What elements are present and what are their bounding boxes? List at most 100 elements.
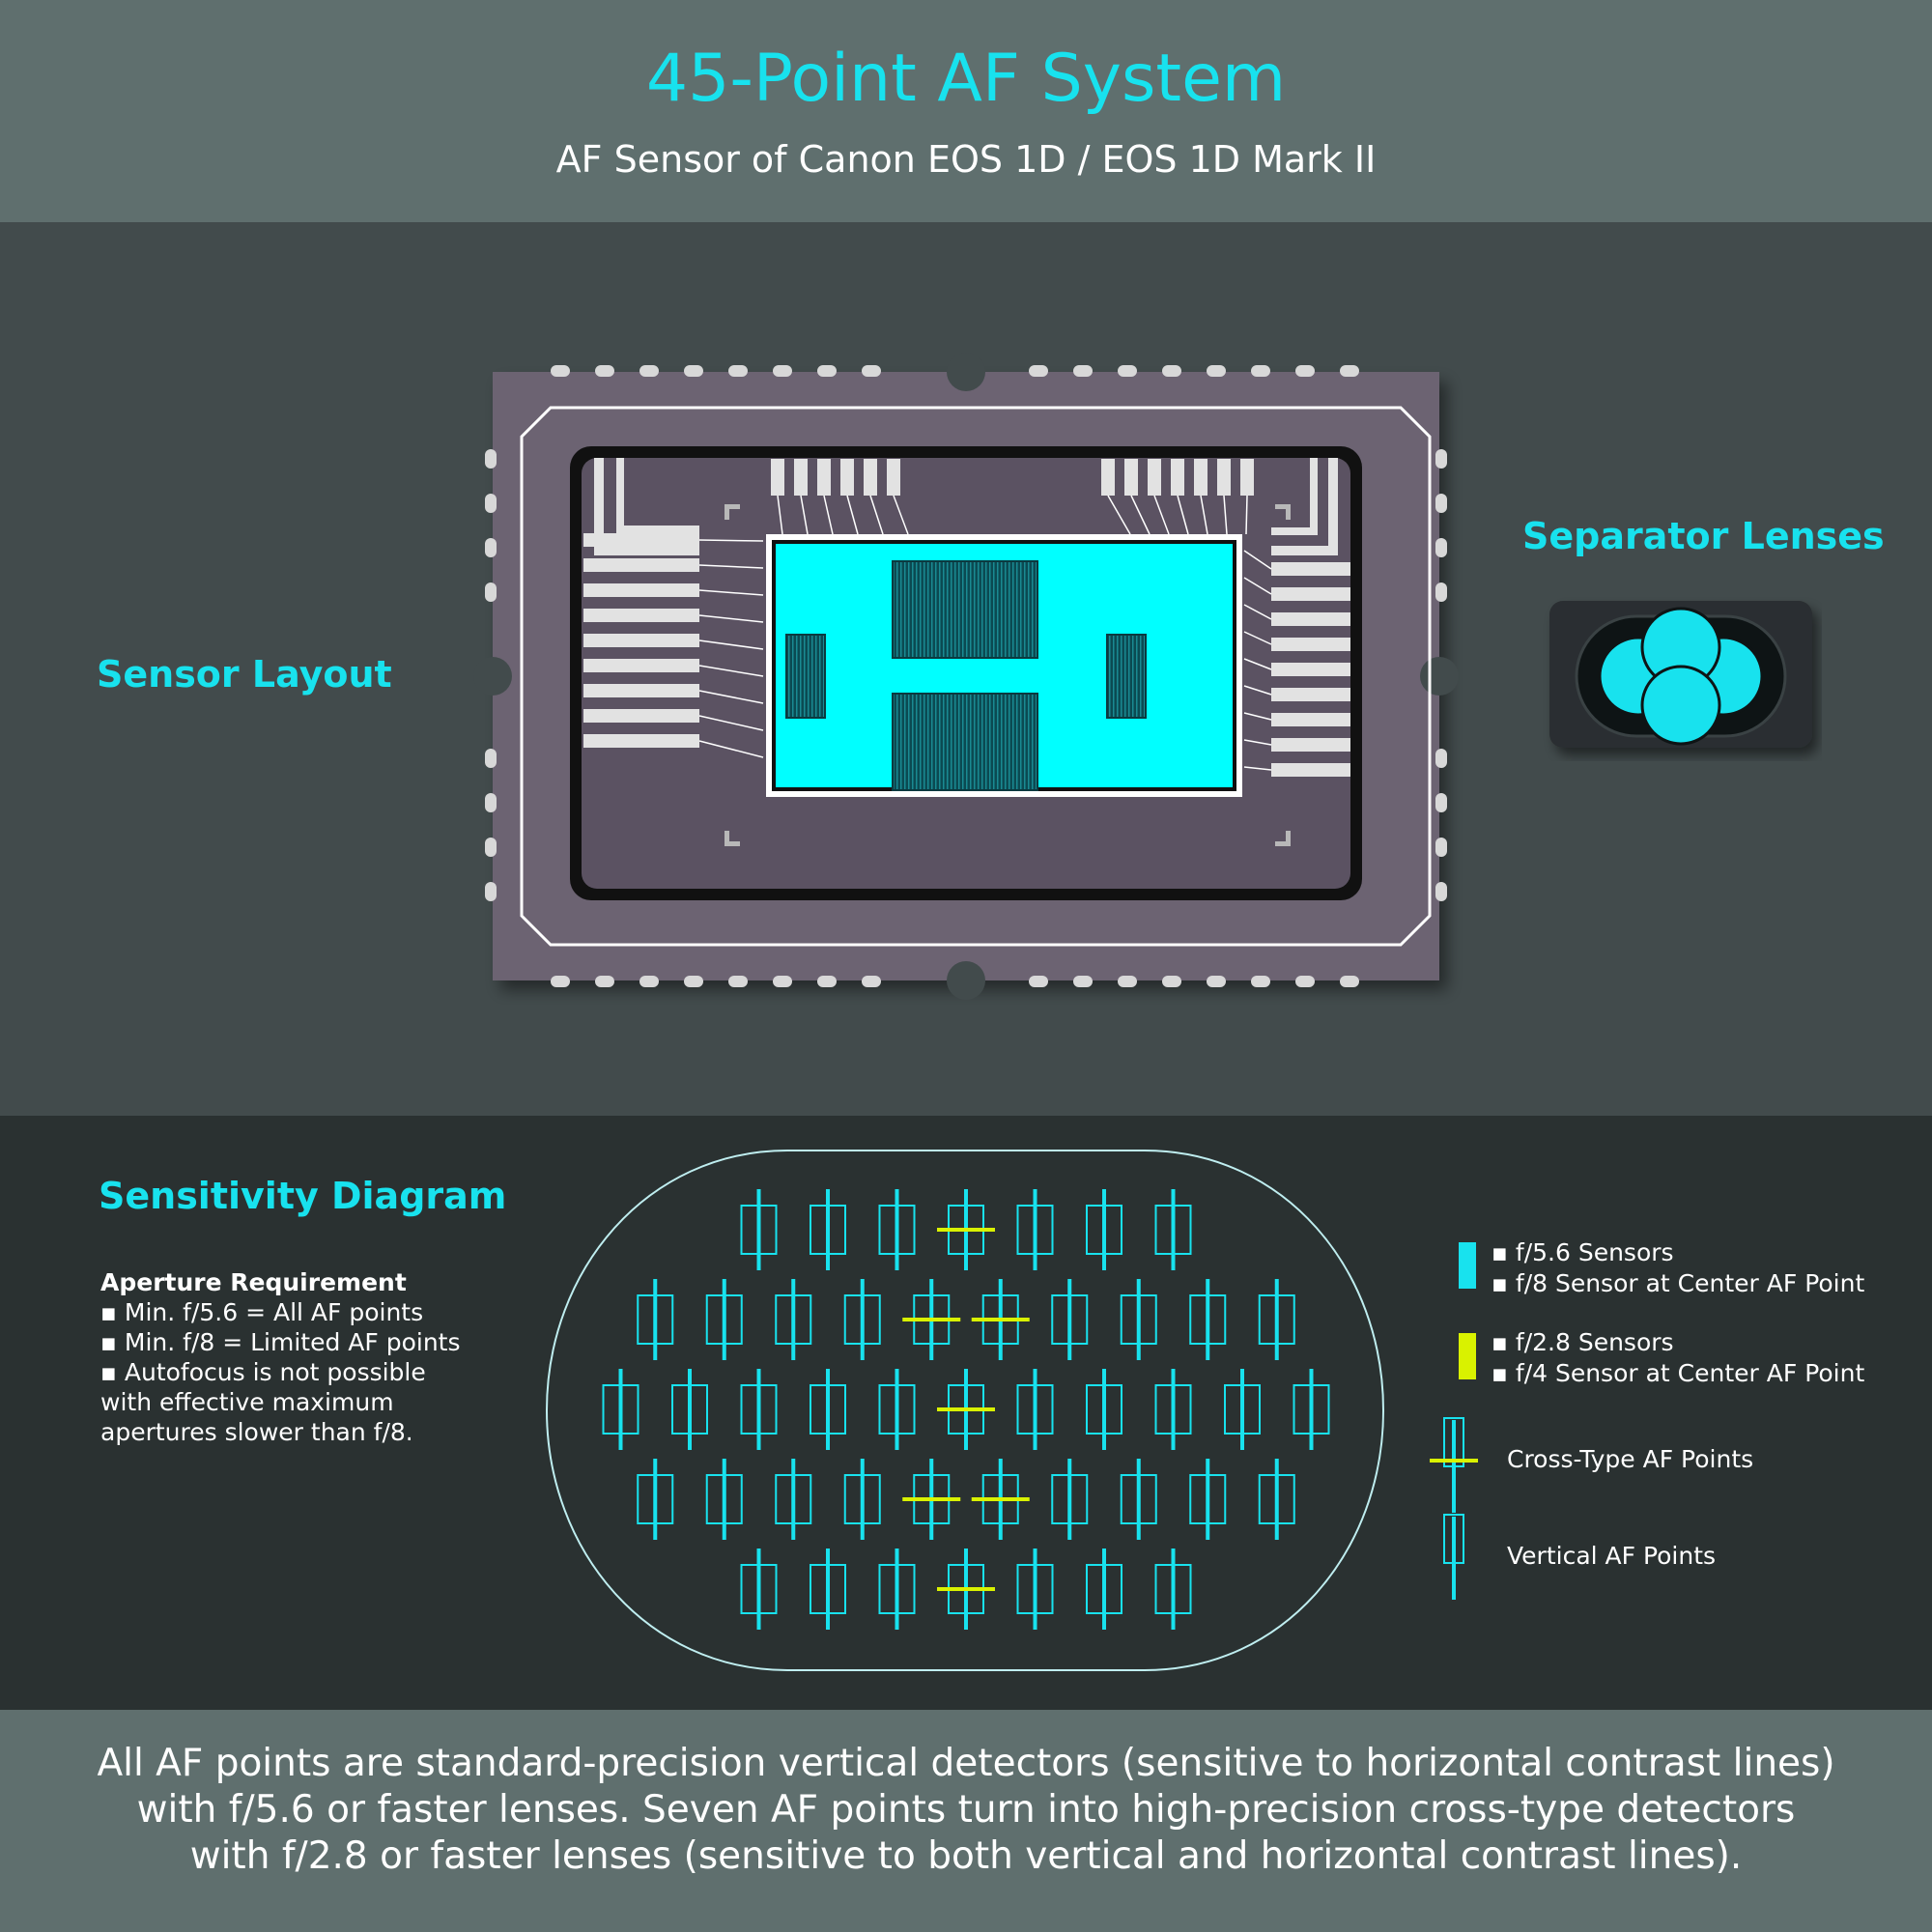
legend-line: ▪ f/2.8 Sensors — [1492, 1328, 1674, 1356]
chip-pin — [1162, 365, 1181, 377]
trace-pad — [1271, 713, 1350, 726]
trace-pad — [864, 459, 877, 496]
chip-pin — [639, 976, 659, 987]
chip-pin — [1435, 882, 1447, 901]
chip-pin — [684, 976, 703, 987]
footer-description: All AF points are standard-precision ver… — [39, 1741, 1893, 1880]
af-point-cross — [937, 1369, 995, 1450]
af-point — [1086, 1548, 1122, 1630]
separator-lenses-label: Separator Lenses — [1522, 515, 1885, 557]
trace-pad — [817, 459, 831, 496]
page-subtitle: AF Sensor of Canon EOS 1D / EOS 1D Mark … — [555, 138, 1377, 181]
sensor-strip-top — [892, 560, 1038, 659]
af-point — [1154, 1369, 1192, 1450]
chip-pin — [862, 365, 881, 377]
legend-cross-text: Cross-Type AF Points — [1507, 1445, 1754, 1473]
trace-pad — [1194, 459, 1208, 496]
af-point — [705, 1279, 743, 1360]
sensor-layout-label: Sensor Layout — [97, 653, 392, 696]
af-point — [843, 1459, 881, 1540]
chip-pin — [1435, 494, 1447, 513]
legend-cross-icon — [1430, 1417, 1478, 1513]
chip-pin — [485, 793, 497, 812]
legend-yellow-text: ▪ f/2.8 Sensors ▪ f/4 Sensor at Center A… — [1492, 1327, 1864, 1389]
trace-pad — [583, 659, 699, 672]
chip-pin — [1073, 365, 1093, 377]
af-point — [878, 1548, 916, 1630]
af-point — [1258, 1459, 1295, 1540]
lens-bottom — [1640, 665, 1721, 746]
chip-pin — [728, 976, 748, 987]
af-point-cross — [971, 1279, 1030, 1360]
chip-pin — [551, 976, 570, 987]
af-point — [740, 1369, 778, 1450]
af-point — [1016, 1189, 1054, 1270]
chip-pin — [1029, 365, 1048, 377]
af-point — [1189, 1459, 1227, 1540]
chip-pins-right — [1435, 449, 1447, 901]
footer-line: All AF points are standard-precision ver… — [97, 1742, 1835, 1785]
af-point — [810, 1189, 846, 1270]
trace-pad — [583, 533, 699, 547]
chip-pins-left — [485, 449, 497, 901]
chip-pin — [485, 494, 497, 513]
legend-line: ▪ f/5.6 Sensors — [1492, 1238, 1674, 1266]
af-point-cross — [971, 1459, 1030, 1540]
trace-pad — [1271, 688, 1350, 701]
trace-pad — [583, 709, 699, 723]
legend-vertical-icon — [1443, 1514, 1464, 1600]
af-point — [775, 1459, 812, 1540]
chip-pin — [485, 582, 497, 602]
trace-pad — [887, 459, 900, 496]
af-point — [1086, 1369, 1122, 1450]
chip-pin — [639, 365, 659, 377]
chip-pin — [817, 976, 837, 987]
sensor-strip-bottom — [892, 693, 1038, 791]
af-point-cross — [937, 1548, 995, 1630]
trace-pad — [1101, 459, 1115, 496]
legend-cyan-swatch — [1459, 1242, 1476, 1289]
chip-pin — [1251, 976, 1270, 987]
trace-pad — [1271, 763, 1350, 777]
chip-pin — [1435, 838, 1447, 857]
chip-pin — [1340, 976, 1359, 987]
af-point — [1016, 1369, 1054, 1450]
chip-pin — [595, 365, 614, 377]
legend-vertical-text: Vertical AF Points — [1507, 1542, 1717, 1570]
chip-pin — [1435, 538, 1447, 557]
sensitivity-diagram-label: Sensitivity Diagram — [99, 1175, 507, 1217]
chip-pin — [595, 976, 614, 987]
trace-pad — [1271, 562, 1350, 576]
af-point — [637, 1279, 674, 1360]
footer-line: with f/5.6 or faster lenses. Seven AF po… — [136, 1788, 1796, 1832]
af-point — [878, 1189, 916, 1270]
chip-pins-bottom — [551, 976, 1359, 987]
chip-frame — [520, 406, 1432, 947]
af-point — [1224, 1369, 1261, 1450]
af-point — [1189, 1279, 1227, 1360]
chip-pin — [862, 976, 881, 987]
af-point — [740, 1548, 778, 1630]
chip-pin — [1295, 365, 1315, 377]
trace-pad — [771, 459, 784, 496]
aperture-line: apertures slower than f/8. — [100, 1418, 413, 1446]
af-point — [1086, 1189, 1122, 1270]
af-point — [775, 1279, 812, 1360]
sensor-strip-left — [785, 634, 826, 719]
chip-pin — [773, 365, 792, 377]
chip-pin — [817, 365, 837, 377]
af-point — [810, 1548, 846, 1630]
chip-pin — [1029, 976, 1048, 987]
af-point — [602, 1369, 639, 1450]
trace-pad — [840, 459, 854, 496]
viewfinder-outline — [545, 1150, 1385, 1671]
chip-pin — [1340, 365, 1359, 377]
chip-pins-top — [551, 365, 1359, 377]
trace-pad — [583, 583, 699, 597]
legend-cyan-text: ▪ f/5.6 Sensors ▪ f/8 Sensor at Center A… — [1492, 1237, 1864, 1299]
af-point — [1120, 1459, 1157, 1540]
af-point — [637, 1459, 674, 1540]
chip-pin — [1295, 976, 1315, 987]
legend-symbols — [1430, 1242, 1478, 1600]
trace-pad — [1240, 459, 1254, 496]
